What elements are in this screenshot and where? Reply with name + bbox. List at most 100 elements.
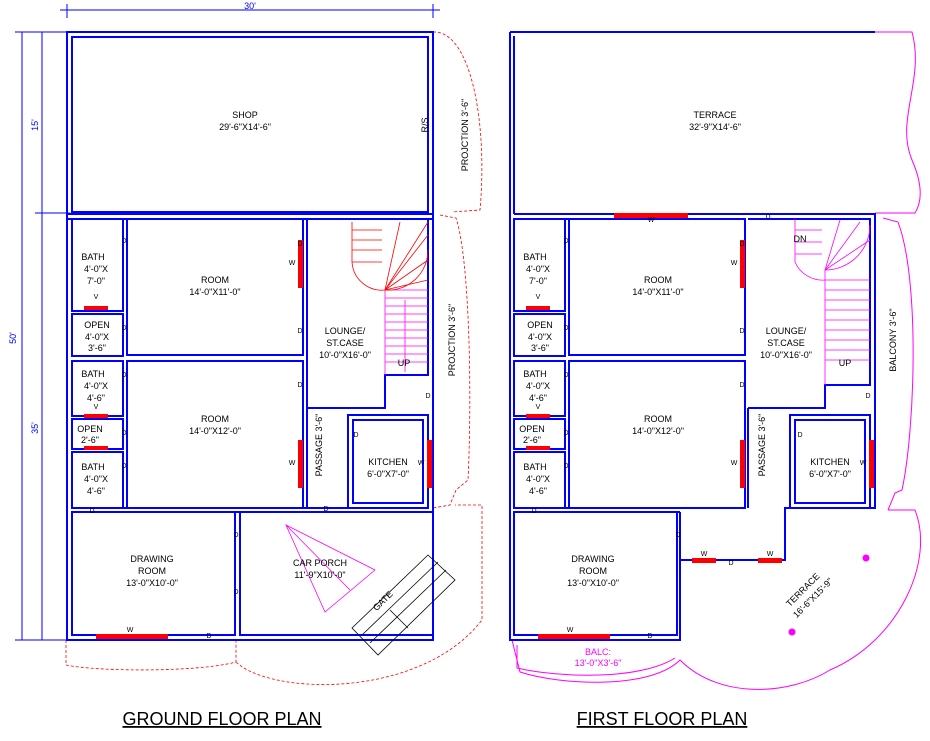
bath2-size1: 4'-0"X	[526, 381, 550, 391]
window-mark: W	[701, 551, 708, 558]
carporch-label: CAR PORCH	[293, 558, 347, 568]
bath1-label: BATH	[81, 252, 104, 262]
room2-size: 14'-0"X12'-0"	[189, 426, 241, 436]
door-mark: D	[563, 463, 568, 470]
ground-projections	[65, 31, 483, 685]
open2-label: OPEN	[519, 424, 545, 434]
lounge-size: 10'-0"X16'-0"	[319, 350, 371, 360]
door-mark: D	[865, 393, 870, 400]
door-mark: D	[121, 430, 126, 437]
balc-label: BALC:	[585, 647, 611, 657]
window-mark: W	[567, 627, 574, 634]
stair-up-label: UP	[398, 358, 411, 368]
ground-windows	[84, 240, 432, 639]
open1-label: OPEN	[527, 320, 553, 330]
vent-mark: V	[536, 294, 541, 301]
window-mark: W	[127, 627, 134, 634]
gate-label: GATE	[371, 589, 395, 613]
vent-mark: V	[94, 404, 99, 411]
door-mark: D	[563, 238, 568, 245]
first-staircase	[794, 219, 871, 385]
door-mark: D	[121, 238, 126, 245]
door-mark: D	[563, 430, 568, 437]
room2-label: ROOM	[201, 414, 229, 424]
door-mark: D	[765, 214, 770, 221]
balc-size: 13'-0"X3'-6"	[575, 658, 622, 668]
stair-down-label: DN	[794, 234, 807, 244]
door-mark: D	[797, 432, 802, 439]
door-mark: D	[297, 241, 302, 248]
kitchen-size: 6'-0"X7'-0"	[367, 469, 409, 479]
door-mark: D	[353, 432, 358, 439]
open1-size2: 3'-6"	[531, 343, 549, 353]
first-floor-title: FIRST FLOOR PLAN	[577, 709, 748, 729]
bath1-size1: 4'-0"X	[84, 264, 108, 274]
rear-dimension: 35'	[30, 422, 40, 434]
drawing-size: 13'-0"X10'-0"	[126, 578, 178, 588]
window-mark: W	[289, 260, 296, 267]
shop-label: SHOP	[232, 110, 258, 120]
vent-mark: V	[94, 294, 99, 301]
bath3-size1: 4'-0"X	[84, 474, 108, 484]
door-mark: D	[323, 506, 328, 513]
door-mark: D	[206, 633, 211, 640]
open2-label: OPEN	[77, 424, 103, 434]
open1-size1: 4'-0"X	[85, 332, 109, 342]
door-mark: D	[121, 463, 126, 470]
open2-size: 2'-6"	[81, 435, 99, 445]
drawing-label-2: ROOM	[138, 566, 166, 576]
lounge-label: LOUNGE/	[325, 326, 366, 336]
shop-size: 29'-6"X14'-6"	[219, 122, 271, 132]
bath2-size2: 4'-6"	[87, 393, 105, 403]
room1-label: ROOM	[201, 275, 229, 285]
door-mark: D	[739, 382, 744, 389]
bath3-size1: 4'-0"X	[526, 474, 550, 484]
bath1-size1: 4'-0"X	[526, 264, 550, 274]
bath3-label: BATH	[81, 462, 104, 472]
terrace-marker	[862, 554, 870, 562]
ground-staircase	[384, 289, 428, 375]
room1-size: 14'-0"X11'-0"	[632, 287, 683, 297]
vent-mark: V	[536, 404, 541, 411]
room1-size: 14'-0"X11'-0"	[189, 287, 240, 297]
terrace1-size: 32'-9"X14'-6"	[689, 122, 741, 132]
bath2-label: BATH	[81, 369, 104, 379]
ground-staircase-winders	[351, 221, 429, 291]
first-windows	[526, 213, 874, 639]
door-mark: D	[233, 532, 238, 539]
kitchen-label: KITCHEN	[810, 457, 850, 467]
door-mark: D	[563, 372, 568, 379]
projection-label-1: PROJCTION 3'-6"	[460, 99, 470, 171]
lounge-label: LOUNGE/	[766, 326, 807, 336]
door-mark: D	[297, 328, 302, 335]
bath1-size2: 7'-0"	[87, 276, 105, 286]
door-mark: D	[121, 372, 126, 379]
lounge-size: 10'-0"X16'-0"	[760, 350, 812, 360]
window-mark: W	[289, 460, 296, 467]
first-outlines	[511, 31, 922, 690]
drawing-label-2: ROOM	[579, 566, 607, 576]
terrace-marker	[788, 628, 796, 636]
carporch-size: 11'-9"X10'-0"	[294, 570, 345, 580]
door-mark: D	[675, 532, 680, 539]
lounge-label-2: ST.CASE	[326, 338, 364, 348]
kitchen-size: 6'-0"X7'-0"	[809, 469, 851, 479]
front-dimension: 15'	[30, 119, 40, 131]
drawing-label: DRAWING	[571, 554, 614, 564]
ground-floor-title: GROUND FLOOR PLAN	[122, 709, 321, 729]
door-mark: D	[563, 325, 568, 332]
window-mark: W	[731, 260, 738, 267]
width-dimension: 30'	[244, 1, 256, 11]
door-mark: D	[728, 560, 733, 567]
door-mark: D	[89, 508, 94, 515]
first-floor-plan: TERRACE 32'-9"X14'-6" ROOM 14'-0"X11'-0"…	[509, 31, 922, 729]
bath3-size2: 4'-6"	[87, 486, 105, 496]
passage-label: PASSAGE 3'-6"	[757, 414, 767, 477]
window-mark: W	[860, 460, 867, 467]
bath2-size2: 4'-6"	[529, 393, 547, 403]
first-walls	[509, 31, 876, 641]
bath1-label: BATH	[523, 252, 546, 262]
car-porch-marker	[285, 524, 376, 613]
gate	[351, 554, 456, 656]
